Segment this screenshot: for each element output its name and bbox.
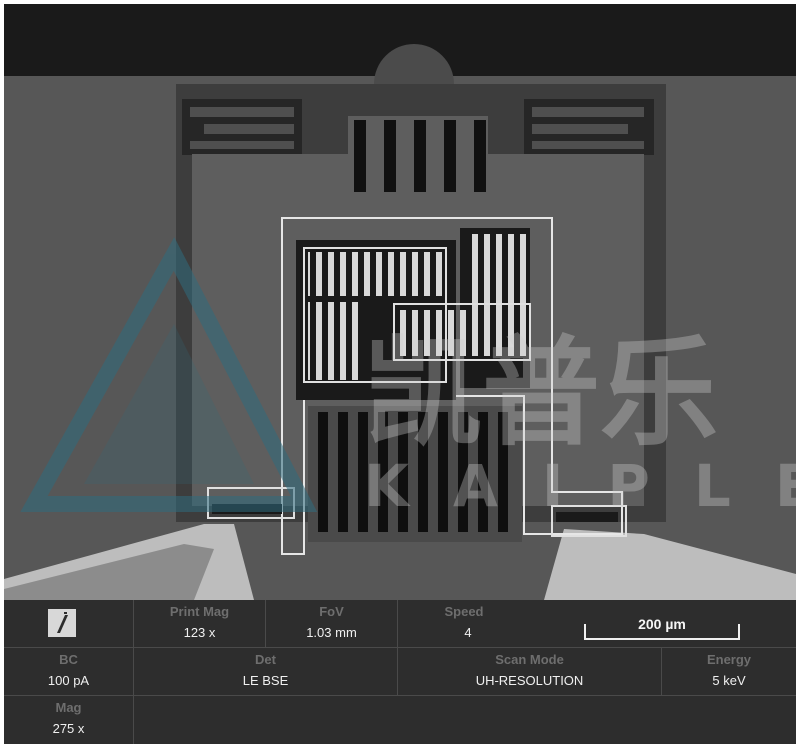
print-mag-label: Print Mag: [169, 604, 230, 619]
slash-logo-icon: [48, 609, 76, 637]
det-value: LE BSE: [242, 673, 289, 688]
bc-cell: BC 100 pA: [4, 648, 134, 696]
scale-bar: 200 µm: [584, 616, 740, 642]
speed-value: 4: [464, 625, 472, 640]
sem-micrograph: 凯普乐 KAIPLE: [4, 4, 796, 600]
print-mag-cell: Print Mag 123 x: [134, 600, 266, 648]
info-panel: Print Mag 123 x FoV 1.03 mm Speed 4 200 …: [4, 600, 796, 744]
speed-label: Speed: [444, 604, 484, 619]
speed-cell: Speed 4: [398, 600, 796, 648]
scan-mode-value: UH-RESOLUTION: [475, 673, 584, 688]
mag-label: Mag: [55, 700, 82, 715]
energy-label: Energy: [706, 652, 752, 667]
print-mag-value: 123 x: [183, 625, 216, 640]
mag-value: 275 x: [52, 721, 85, 736]
scale-bar-line: [584, 638, 740, 640]
energy-cell: Energy 5 keV: [662, 648, 796, 696]
det-label: Det: [255, 652, 276, 667]
watermark: [20, 237, 318, 512]
scale-bar-tick-left: [584, 624, 586, 640]
fov-label: FoV: [319, 604, 344, 619]
watermark-text-chinese: 凯普乐: [364, 324, 718, 462]
bc-label: BC: [59, 652, 78, 667]
watermark-text-latin: KAIPLE: [364, 452, 796, 520]
mag-cell: Mag 275 x: [4, 696, 134, 744]
sem-viewer: 凯普乐 KAIPLE Print Mag 123 x FoV 1.03 mm S…: [4, 4, 796, 744]
energy-value: 5 keV: [712, 673, 746, 688]
fov-value: 1.03 mm: [306, 625, 357, 640]
logo-cell: [4, 600, 134, 648]
det-cell: Det LE BSE: [134, 648, 398, 696]
scale-bar-tick-right: [738, 624, 740, 640]
scan-mode-cell: Scan Mode UH-RESOLUTION: [398, 648, 662, 696]
scale-bar-label: 200 µm: [638, 616, 686, 632]
scan-mode-label: Scan Mode: [495, 652, 564, 667]
fov-cell: FoV 1.03 mm: [266, 600, 398, 648]
bc-value: 100 pA: [47, 673, 90, 688]
empty-cell: [134, 696, 796, 744]
